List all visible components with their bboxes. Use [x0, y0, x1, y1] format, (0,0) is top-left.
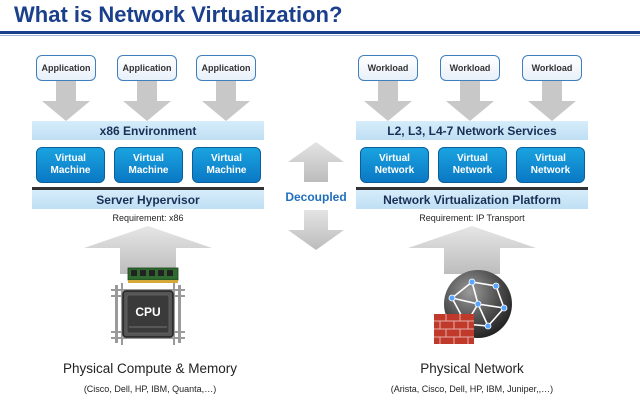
- workload-label: Workload: [531, 63, 573, 73]
- workload-box: Workload: [440, 55, 500, 81]
- down-arrow-icon: [446, 81, 494, 121]
- decoupled-up-arrow-icon: [288, 142, 344, 182]
- page-title: What is Network Virtualization?: [14, 2, 343, 27]
- application-box: Application: [117, 55, 177, 81]
- decoupled-label: Decoupled: [285, 190, 347, 204]
- application-box: Application: [36, 55, 96, 81]
- workload-box: Workload: [358, 55, 418, 81]
- application-label: Application: [201, 63, 251, 73]
- application-label: Application: [122, 63, 172, 73]
- physical-network-caption: Physical Network: [420, 361, 524, 376]
- network-vendors: (Arista, Cisco, Dell, HP, IBM, Juniper,,…: [390, 384, 554, 394]
- up-arrow-icon: [408, 226, 536, 274]
- x86-environment-band: x86 Environment: [32, 121, 264, 140]
- requirement-text: Requirement: IP Transport: [419, 213, 525, 223]
- physical-compute-caption: Physical Compute & Memory: [62, 361, 238, 376]
- network-services-band: L2, L3, L4-7 Network Services: [356, 121, 588, 140]
- title-divider: [0, 31, 640, 34]
- title-divider-thin: [0, 35, 640, 36]
- down-arrow-icon: [528, 81, 576, 121]
- server-hypervisor-band: Server Hypervisor: [32, 190, 264, 209]
- network-virtualization-platform-band: Network Virtualization Platform: [356, 190, 588, 209]
- hypervisor-divider: [32, 187, 264, 190]
- down-arrow-icon: [364, 81, 412, 121]
- down-arrow-icon: [202, 81, 250, 121]
- cpu-label: CPU: [135, 305, 161, 319]
- memory-module-icon: [127, 267, 179, 283]
- platform-divider: [356, 187, 588, 190]
- up-arrow-icon: [84, 226, 212, 274]
- workload-box: Workload: [522, 55, 582, 81]
- decoupled-down-arrow-icon: [288, 210, 344, 250]
- down-arrow-icon: [42, 81, 90, 121]
- down-arrow-icon: [123, 81, 171, 121]
- compute-vendors: (Cisco, Dell, HP, IBM, Quanta,…): [83, 384, 217, 394]
- workload-label: Workload: [449, 63, 491, 73]
- workload-label: Workload: [367, 63, 409, 73]
- application-label: Application: [41, 63, 91, 73]
- cpu-chip-icon: [111, 283, 185, 345]
- application-box: Application: [196, 55, 256, 81]
- requirement-text: Requirement: x86: [112, 213, 184, 223]
- network-globe-firewall-icon: [434, 270, 512, 344]
